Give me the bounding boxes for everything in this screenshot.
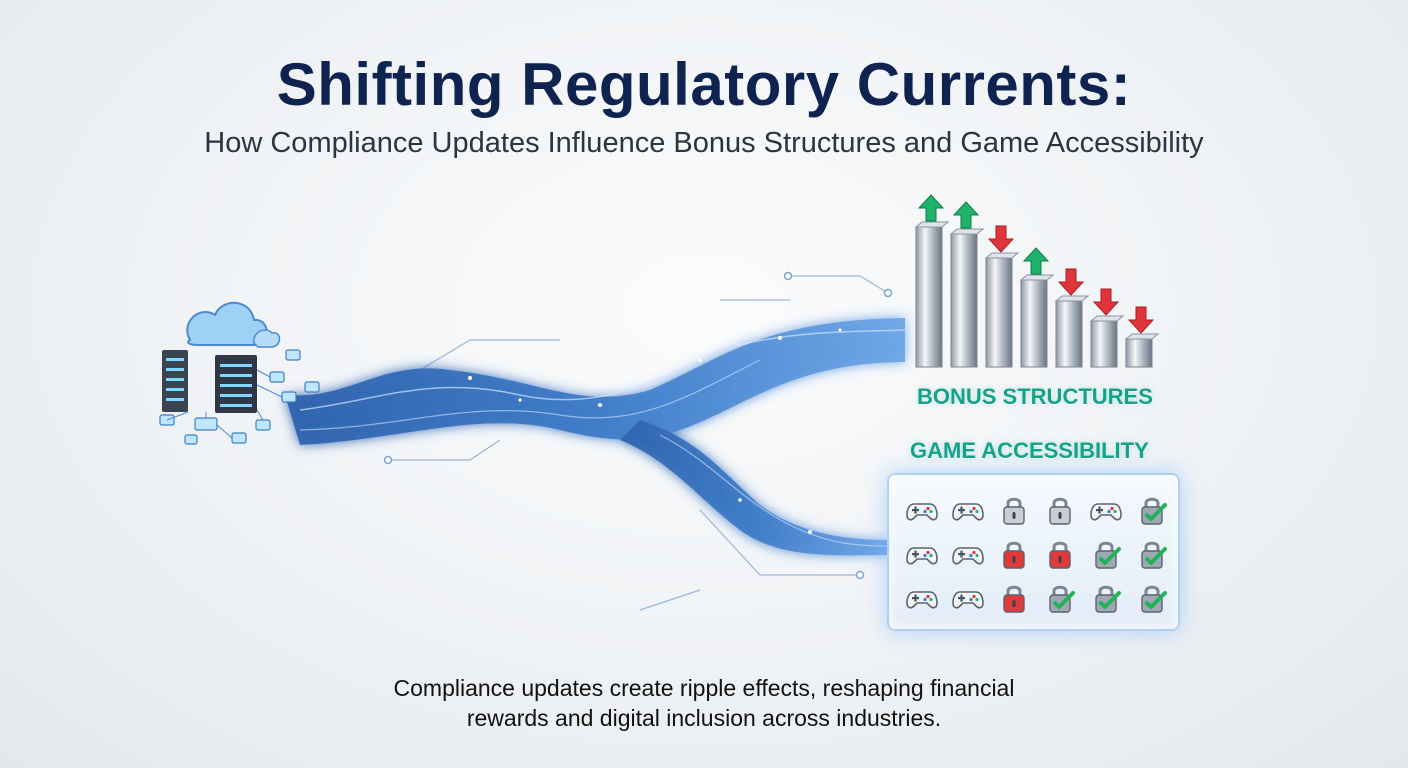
accessibility-panel <box>887 473 1180 631</box>
bonus-bar <box>1054 295 1090 368</box>
lock-check-icon <box>1089 537 1123 571</box>
lock-grey-icon <box>1043 493 1077 527</box>
caption-line-2: rewards and digital inclusion across ind… <box>466 705 942 731</box>
gamepad-icon <box>1089 493 1123 527</box>
bonus-bar-chart <box>914 194 1160 368</box>
caption: Compliance updates create ripple effects… <box>0 673 1408 733</box>
page-subtitle: How Compliance Updates Influence Bonus S… <box>204 127 1204 159</box>
gamepad-icon <box>951 537 985 571</box>
bonus-bar <box>984 252 1020 368</box>
arrow-down-icon <box>1057 268 1085 296</box>
bonus-bar <box>1124 333 1160 368</box>
stream-sparkles <box>468 328 842 534</box>
bonus-bar <box>1089 315 1125 368</box>
gamepad-icon <box>905 537 939 571</box>
arrow-up-icon <box>1022 247 1050 275</box>
gamepad-icon <box>951 581 985 615</box>
bonus-bar <box>949 228 985 368</box>
circuit-nodes <box>383 271 893 580</box>
arrow-down-icon <box>1092 288 1120 316</box>
lock-red-icon <box>1043 537 1077 571</box>
regulation-stream <box>285 318 906 556</box>
arrow-up-icon <box>952 201 980 229</box>
game-accessibility-label: GAME ACCESSIBILITY <box>910 438 1149 463</box>
bonus-structures-label: BONUS STRUCTURES <box>917 384 1153 409</box>
lock-check-icon <box>1135 493 1169 527</box>
lock-check-icon <box>1089 581 1123 615</box>
lock-check-icon <box>1135 581 1169 615</box>
server-cluster-icon <box>159 301 320 445</box>
lock-check-icon <box>1043 581 1077 615</box>
bonus-bar <box>914 221 950 368</box>
gamepad-icon <box>905 581 939 615</box>
lock-red-icon <box>997 581 1031 615</box>
arrow-up-icon <box>917 194 945 222</box>
accessibility-grid <box>905 493 1169 615</box>
page-title: Shifting Regulatory Currents: <box>276 51 1132 118</box>
lock-red-icon <box>997 537 1031 571</box>
bonus-bar <box>1019 274 1055 368</box>
circuit-lines <box>388 275 889 611</box>
lock-grey-icon <box>997 493 1031 527</box>
gamepad-icon <box>905 493 939 527</box>
arrow-down-icon <box>1127 306 1155 334</box>
caption-line-1: Compliance updates create ripple effects… <box>393 675 1015 701</box>
lock-check-icon <box>1135 537 1169 571</box>
arrow-down-icon <box>987 225 1015 253</box>
gamepad-icon <box>951 493 985 527</box>
